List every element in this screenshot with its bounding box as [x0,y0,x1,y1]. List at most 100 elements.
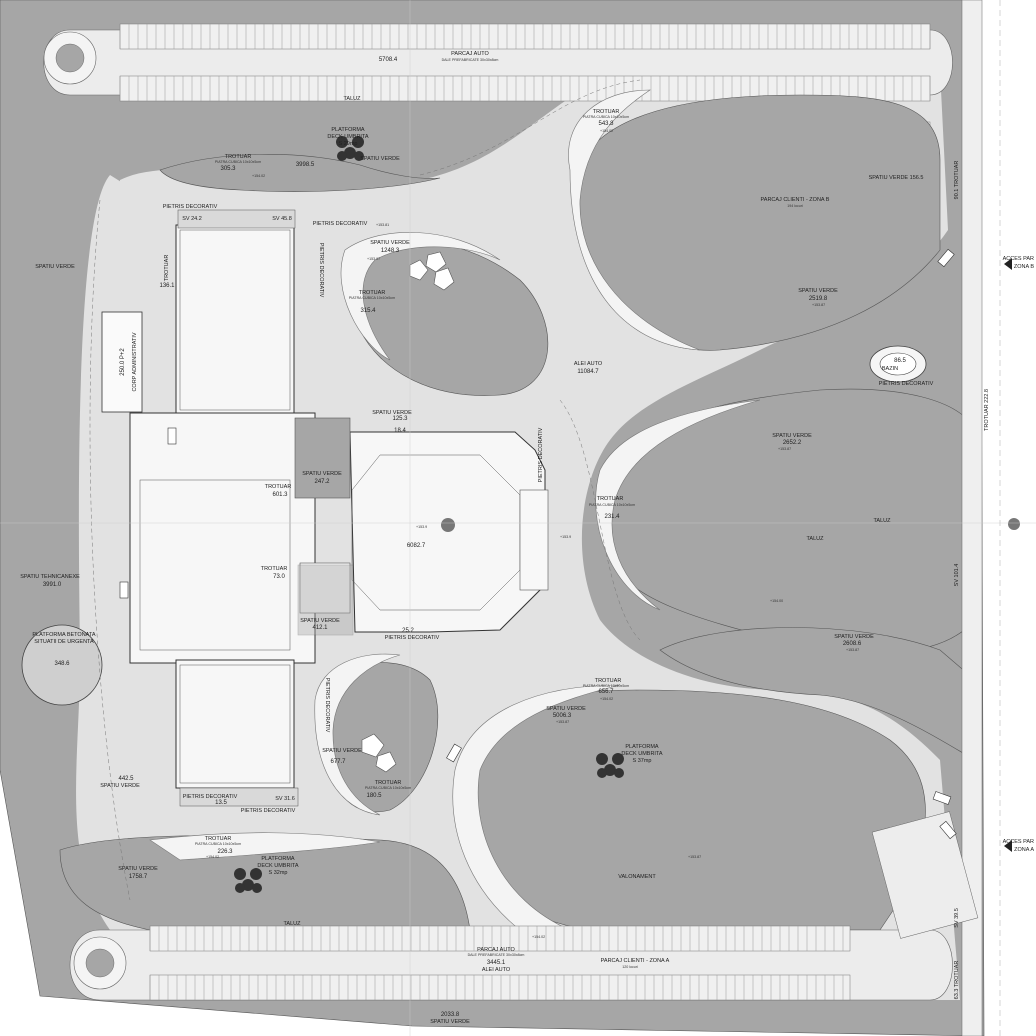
label-trotuar-6567-sub: PIATRA CUBICA 10x10x5cm [583,684,629,688]
label-trotuar-right-mid: TROTUAR 222.8 [984,389,990,431]
label-acces-b-2: ZONA B [1014,264,1035,270]
parking-stalls-top [119,24,931,101]
label-trotuar-1805: TROTUAR [375,780,402,786]
label-sv-316: SV 31.6 [275,796,295,802]
label-corp-admin-area: 250.0 P+2 [120,348,126,376]
elevation-9: +153.87 [556,720,569,724]
label-area-613: 601.3 [272,492,288,498]
label-platforma-deck-mid-3: S 37mp [633,758,652,764]
label-trotuar-top-mid-sub: PIATRA CUBICA 10x10x5cm [583,115,629,119]
label-trotuar-top-left-area: 305.3 [220,166,236,172]
label-spatiu-tehnic-area: 3991.0 [43,582,62,588]
label-spatiu-verde-2608: SPATIU VERDE [834,634,874,640]
label-trotuar-mid: TROTUAR [597,496,624,502]
label-trotuar-bottom-left: TROTUAR [205,836,232,842]
label-parcaj-auto-top-area: 5708.4 [379,57,398,63]
label-valonament: VALONAMENT [618,874,656,880]
parking-top [43,23,953,102]
label-trotuar-oval: TROTUAR [359,290,386,296]
label-taluz-mid-1: TALUZ [873,518,891,524]
label-acces-b-1: ACCES PAR [1003,256,1034,262]
car-glyphs [119,248,957,840]
right-strip [961,0,983,1036]
building-main-hall [349,431,546,633]
label-spatiu-tehnic: SPATIU TEHNICANEXE [20,574,80,580]
label-area-4425: 442.5 [118,776,134,782]
label-trotuar-bottom-left-sub: PIATRA CUBICA 10x10x5cm [195,842,241,846]
label-area-184: 18.4 [394,428,406,434]
label-spatiu-verde-top-area: 3998.5 [296,162,315,168]
label-platforma-deck-bot-2: DECK UMBRITA [257,863,298,869]
corp-administrativ [101,311,143,413]
label-acces-a-2: ZONA A [1014,847,1034,853]
label-alei-auto-area: 11084.7 [577,369,599,375]
label-platforma-deck-bot-3: S 32mp [269,870,288,876]
buildings [101,209,1020,807]
label-trotuar-right-bottom: 63.3 TROTUAR [954,961,960,1000]
label-spatiu-verde-left: SPATIU VERDE [35,264,75,270]
label-trotuar-mid-sub: PIATRA CUBICA 10x10x5cm [589,503,635,507]
elevation-11: +153.9 [560,535,571,539]
elevation-4: +153.87 [812,303,825,307]
label-pietris-lower-vertical: PIETRIS DECORATIV [324,678,330,733]
elevation-1: +153.81 [376,223,389,227]
label-corp-admin: CORP ADMINISTRATIV [132,332,138,391]
label-pietris-bottom-1: PIETRIS DECORATIV [183,794,238,800]
label-trotuar-613: TROTUAR [265,484,292,490]
label-area-2033: 2033.8 [441,1012,460,1018]
label-trotuar-right-top: 90.1 TROTUAR [954,161,960,200]
elevation-10: +154.02 [600,697,613,701]
label-spatiu-verde-top: SPATIU VERDE [360,156,400,162]
label-spatiu-verde-4425: SPATIU VERDE [100,783,140,789]
label-spatiu-verde-2652: SPATIU VERDE [772,433,812,439]
label-trotuar-top-left: TROTUAR [225,154,252,160]
label-platforma-deck-mid-2: DECK UMBRITA [621,751,662,757]
label-acces-a-1: ACCES PAR [1003,839,1034,845]
building-south [175,659,295,789]
elevation-5: +153.97 [367,257,380,261]
label-spatiu-verde-6777: SPATIU VERDE [322,748,362,754]
parking-bottom [69,811,979,1001]
label-parcaj-clienti-a-locuri: 120 locuri [622,965,638,969]
label-area-1758: 1758.7 [129,874,148,880]
label-parcaj-clienti-b-locuri: 194 locuri [787,204,803,208]
label-area-2652: 2652.2 [783,440,802,446]
label-area-main: 6082.7 [407,543,426,549]
label-pietris-vertical: PIETRIS DECORATIV [318,243,324,298]
label-area-2519: 2519.8 [809,296,828,302]
elevation-15: +153.87 [688,855,701,859]
label-trotuar-6567: TROTUAR [595,678,622,684]
label-platforma-betonata-2: SITUATII DE URGENTA [34,639,94,645]
label-parcaj-auto-bottom: PARCAJ AUTO [477,947,515,953]
label-spatiu-verde-5006: SPATIU VERDE [546,706,586,712]
label-trotuar-right-sv: SV 101.4 [954,564,960,587]
label-area-252: 25.2 [402,628,414,634]
label-trotuar-top-mid-area: 543.8 [598,121,614,127]
label-area-2472: 247.2 [314,479,330,485]
label-trotuar-1805-sub: PIATRA CUBICA 10x10x5cm [365,786,411,790]
label-spatiu-verde-4121: SPATIU VERDE [300,618,340,624]
elevation-13: +154.02 [206,855,219,859]
label-trotuar-top-mid: TROTUAR [593,109,620,115]
label-pietris-1: PIETRIS DECORATIV [163,204,218,210]
label-spatiu-verde-1758: SPATIU VERDE [118,866,158,872]
label-pietris-bottom-2: PIETRIS DECORATIV [241,808,296,814]
label-parcaj-clienti-a: PARCAJ CLIENTI - ZONA A [601,958,670,964]
label-area-4121: 412.1 [312,625,328,631]
label-trotuar-730: TROTUAR [261,566,288,572]
elevation-6: +153.87 [778,447,791,451]
label-platforma-deck-top-2: DECK UMBRITA [327,134,368,140]
access-arrow-a [1004,840,1012,852]
label-area-2263: 226.3 [217,849,233,855]
building-north [175,224,295,414]
label-spatiu-verde-2519: SPATIU VERDE [798,288,838,294]
label-taluz-bottom: TALUZ [283,921,301,927]
label-taluz-top: TALUZ [343,96,361,102]
label-pietris-right-vertical: PIETRIS DECORATIV [538,427,544,482]
label-alei-auto: ALEI AUTO [574,361,603,367]
building-connector [129,412,316,664]
label-platforma-deck-bot-1: PLATFORMA [261,856,295,862]
elevation-2: +154.02 [252,174,265,178]
